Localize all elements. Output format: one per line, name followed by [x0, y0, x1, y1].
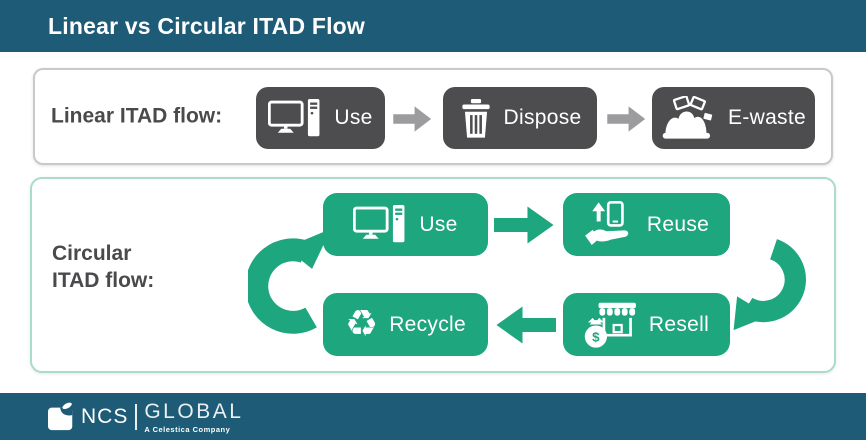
desktop-computer-icon: [268, 98, 323, 139]
circular-step-use: Use: [323, 193, 488, 256]
circular-step-reuse: Reuse: [563, 193, 730, 256]
circular-step-reuse-label: Reuse: [646, 212, 710, 236]
curved-arrow-up-icon: [248, 228, 332, 334]
linear-step-dispose: Dispose: [443, 87, 597, 149]
flow-arrow-right-icon: [393, 106, 432, 132]
linear-step-ewaste: E-waste: [652, 87, 815, 149]
linear-flow-panel: Linear ITAD flow: Use: [33, 68, 833, 165]
linear-step-ewaste-label: E-waste: [728, 106, 806, 129]
circular-step-resell-label: Resell: [648, 312, 710, 336]
circular-flow-label-line2: ITAD flow:: [52, 268, 155, 292]
flow-arrow-right-icon: [494, 206, 554, 244]
circular-flow-label: Circular ITAD flow:: [52, 241, 154, 295]
linear-step-use: Use: [256, 87, 385, 149]
brand-suffix: GLOBAL: [144, 399, 244, 423]
ncs-global-logo: NCS GLOBAL A Celestica Company: [48, 400, 243, 434]
curved-arrow-down-icon: [733, 239, 806, 331]
brand-name: NCS: [81, 404, 129, 428]
linear-step-dispose-label: Dispose: [503, 106, 582, 129]
linear-flow-label: Linear ITAD flow:: [51, 104, 223, 128]
recycle-glyph: ♻: [345, 301, 379, 345]
money-bag-storefront-icon: $: [584, 301, 638, 349]
ewaste-pile-icon: [661, 96, 717, 140]
circular-step-recycle-label: Recycle: [389, 312, 466, 336]
linear-step-use-label: Use: [334, 106, 373, 129]
circular-step-resell: $ Resell: [563, 293, 730, 356]
desktop-computer-icon: [353, 204, 408, 245]
brand-tagline: A Celestica Company: [144, 424, 231, 434]
circular-step-use-label: Use: [419, 212, 458, 236]
footer-bar: NCS GLOBAL A Celestica Company: [0, 393, 866, 440]
circular-flow-panel: Circular ITAD flow: Use: [30, 177, 836, 373]
trash-icon: [459, 98, 493, 139]
flow-arrow-right-icon: [607, 106, 646, 132]
flow-arrow-left-icon: [496, 306, 556, 344]
recycle-icon: ♻: [345, 301, 379, 345]
header-bar: Linear vs Circular ITAD Flow: [0, 0, 866, 52]
logo-divider: [135, 403, 138, 430]
page-title: Linear vs Circular ITAD Flow: [48, 12, 366, 39]
circular-step-recycle: ♻ Recycle: [323, 293, 488, 356]
hand-holding-phone-icon: [584, 200, 636, 249]
dollar-sign: $: [592, 329, 600, 344]
ncs-leaf-logo-icon: [48, 402, 73, 430]
circular-flow-label-line1: Circular: [52, 242, 132, 265]
